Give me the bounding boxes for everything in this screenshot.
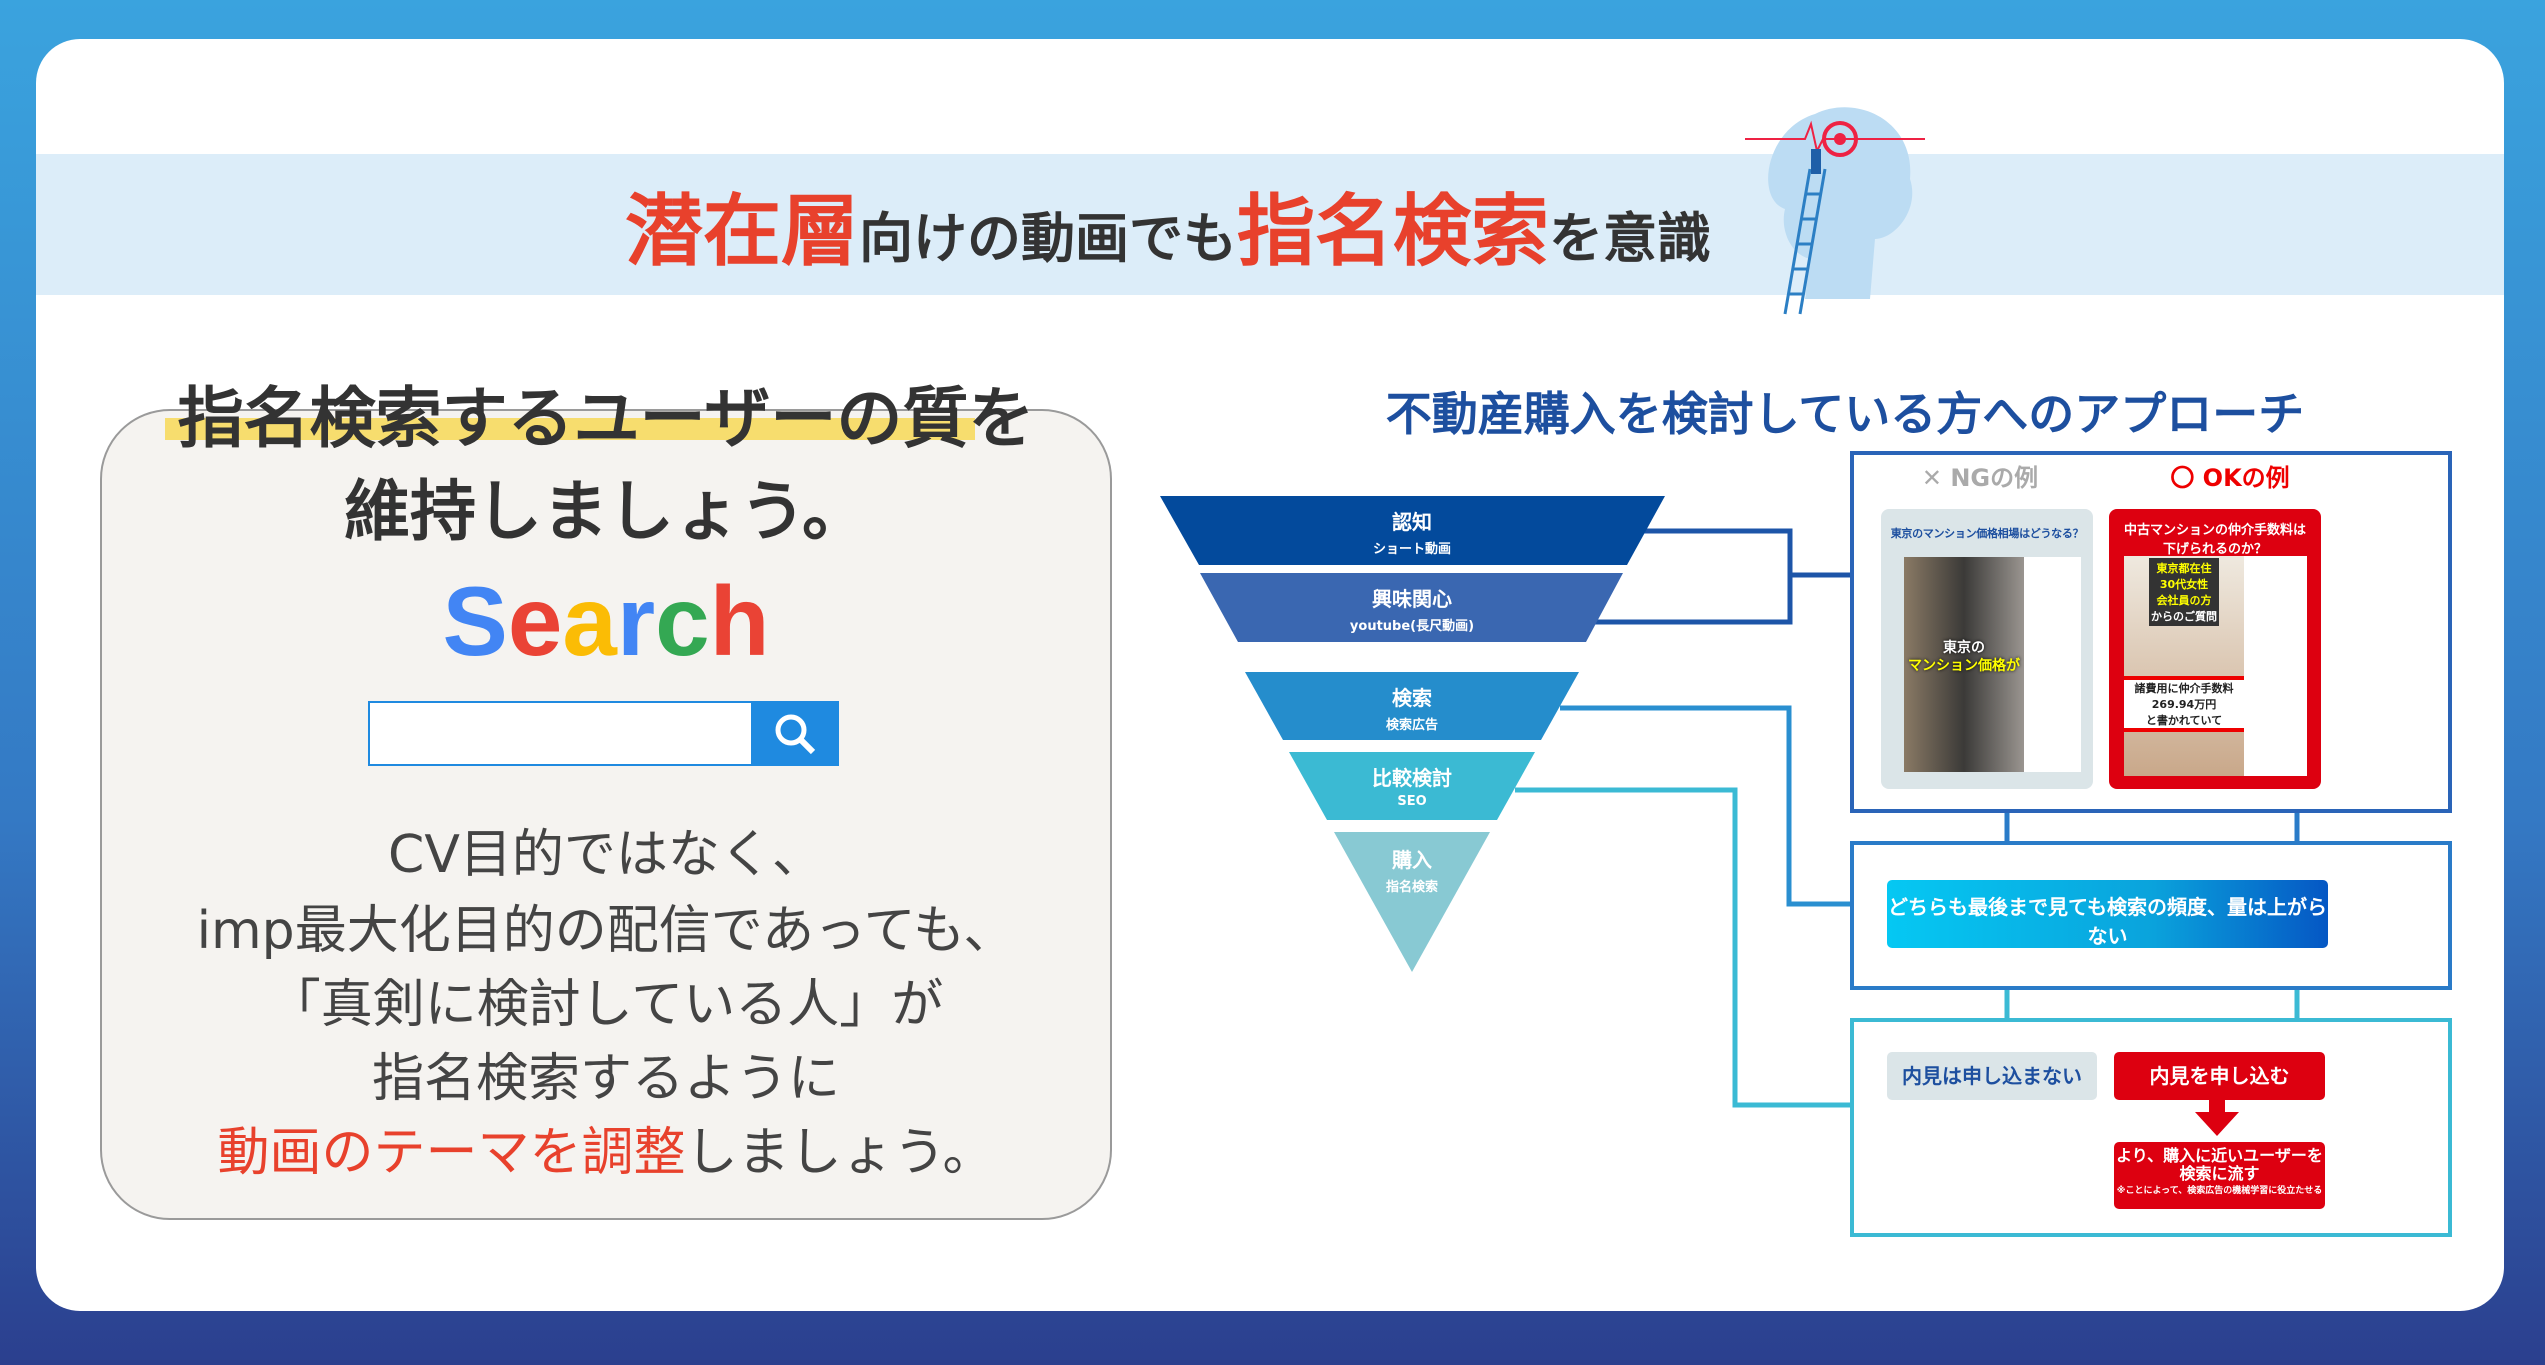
left-heading: 指名検索するユーザーの質を <box>177 380 1035 457</box>
funnel-label: 比較検討 SEO <box>1312 762 1512 809</box>
search-input[interactable] <box>368 701 753 766</box>
ok-caption: 諸費用に仲介手数料 <box>2134 682 2234 695</box>
connector-awareness <box>1586 528 1850 625</box>
ng-caption: 東京の <box>1943 640 1985 656</box>
ok-caption: 東京都在住 <box>2156 562 2212 575</box>
ng-video-thumb: 東京の マンション価格が <box>1904 557 2024 772</box>
approach-title: 不動産購入を検討している方へのアプローチ <box>1385 387 2305 441</box>
funnel-label: 興味関心 youtube(長尺動画) <box>1312 583 1512 634</box>
ok-caption: からのご質問 <box>2151 610 2217 623</box>
arrow-down-icon <box>2195 1100 2239 1136</box>
left-panel <box>100 409 1112 1220</box>
connector-search <box>1560 705 1850 907</box>
slide-title: 潜在層 向けの動画でも 指名検索 を意識 <box>0 154 2336 295</box>
x-icon: ✕ <box>1921 464 1951 492</box>
funnel-stage-4 <box>1289 752 1535 820</box>
title-text: 向けの動画でも <box>859 207 1237 270</box>
result-note: ※ことによって、検索広告の機械学習に役立たせる <box>2116 1186 2323 1196</box>
result-line: 検索に流す <box>2179 1164 2260 1183</box>
ok-caption: 269.94万円 <box>2151 698 2217 711</box>
ng-caption: マンション価格が <box>1908 658 2020 674</box>
body-line: 指名検索するように <box>371 1049 840 1109</box>
ok-label: 〇 OKの例 <box>2170 464 2290 492</box>
ok-example-card: 中古マンションの仲介手数料は下げられるのか？ 東京都在住 30代女性 会社員の方… <box>2109 509 2321 789</box>
body-line: CV目的ではなく、 <box>388 825 824 885</box>
title-accent: 潜在層 <box>624 186 859 277</box>
funnel-stage-sub: 検索広告 <box>1385 718 1438 733</box>
connector-seo <box>1515 787 1850 1108</box>
funnel-stage-2 <box>1200 573 1623 642</box>
banner-line: どちらも最後まで見ても検索の頻度、量は上がらない <box>1888 895 2327 948</box>
funnel-stage-sub: 指名検索 <box>1385 880 1438 895</box>
ok-caption: 会社員の方 <box>2156 594 2212 607</box>
search-icon <box>775 714 816 755</box>
ok-video-sidebar <box>2244 556 2307 776</box>
funnel-stage-label: 認知 <box>1392 510 1432 534</box>
search-button[interactable] <box>753 701 839 766</box>
funnel-label: 認知ショート動画 <box>1312 506 1512 557</box>
ok-video-thumb: 東京都在住 30代女性 会社員の方 からのご質問 諸費用に仲介手数料 269.9… <box>2124 556 2244 776</box>
funnel-stage-sub: youtube(長尺動画) <box>1349 619 1475 634</box>
result-line: より、購入に近いユーザーを <box>2116 1146 2323 1165</box>
funnel-stage-5 <box>1334 832 1490 972</box>
funnel-stage-sub: SEO <box>1397 794 1427 809</box>
funnel-stage-3 <box>1245 672 1579 740</box>
funnel-label: 購入指名検索 <box>1312 844 1512 895</box>
funnel-stage-label: 比較検討 <box>1372 766 1452 790</box>
funnel-stage-label: 検索 <box>1392 686 1432 710</box>
body-line: imp最大化目的の配信であっても、 <box>196 901 1016 961</box>
funnel-label: 検索検索広告 <box>1312 682 1512 733</box>
funnel-stage-label: 興味関心 <box>1372 587 1452 611</box>
title-accent: 指名検索 <box>1237 186 1550 277</box>
result-note-box: より、購入に近いユーザーを 検索に流す ※ことによって、検索広告の機械学習に役立… <box>2114 1142 2325 1209</box>
funnel-stage-label: 購入 <box>1392 848 1432 872</box>
body-line: 「真剣に検討している人」が <box>268 975 944 1035</box>
ok-caption: 30代女性 <box>2159 578 2209 591</box>
left-heading-2: 維持しましょう。 <box>343 473 869 550</box>
funnel-stage-1 <box>1160 496 1665 565</box>
search-logo: Search <box>442 566 770 676</box>
result-banner: どちらも最後まで見ても検索の頻度、量は上がらない 詳しくはコメント欄へ（イエフリ… <box>1887 880 2328 972</box>
header-band <box>36 154 2504 295</box>
title-text: を意識 <box>1549 207 1712 270</box>
ng-video-sidebar <box>2024 557 2081 772</box>
heading-highlight <box>165 418 975 440</box>
no-visit-label: 内見は申し込まない <box>1887 1052 2097 1100</box>
visit-label: 内見を申し込む <box>2114 1052 2325 1100</box>
ng-example-card: 東京のマンション価格相場はどうなる？ 東京の マンション価格が <box>1881 509 2093 789</box>
body-line: 動画のテーマを調整しましょう。 <box>217 1123 995 1183</box>
brain-ladder-icon <box>1745 107 1925 315</box>
ng-card-title: 東京のマンション価格相場はどうなる？ <box>1890 527 2084 540</box>
funnel-stage-sub: ショート動画 <box>1372 542 1451 557</box>
circle-icon: 〇 <box>2170 464 2203 492</box>
ok-card-title: 中古マンションの仲介手数料は下げられるのか？ <box>2123 523 2306 557</box>
banner-line: 詳しくはコメント欄へ（イエフリで検索）誘導 <box>1939 953 2276 972</box>
ok-caption: と書かれていて <box>2145 714 2223 727</box>
ng-label: ✕ NGの例 <box>1921 464 2039 492</box>
